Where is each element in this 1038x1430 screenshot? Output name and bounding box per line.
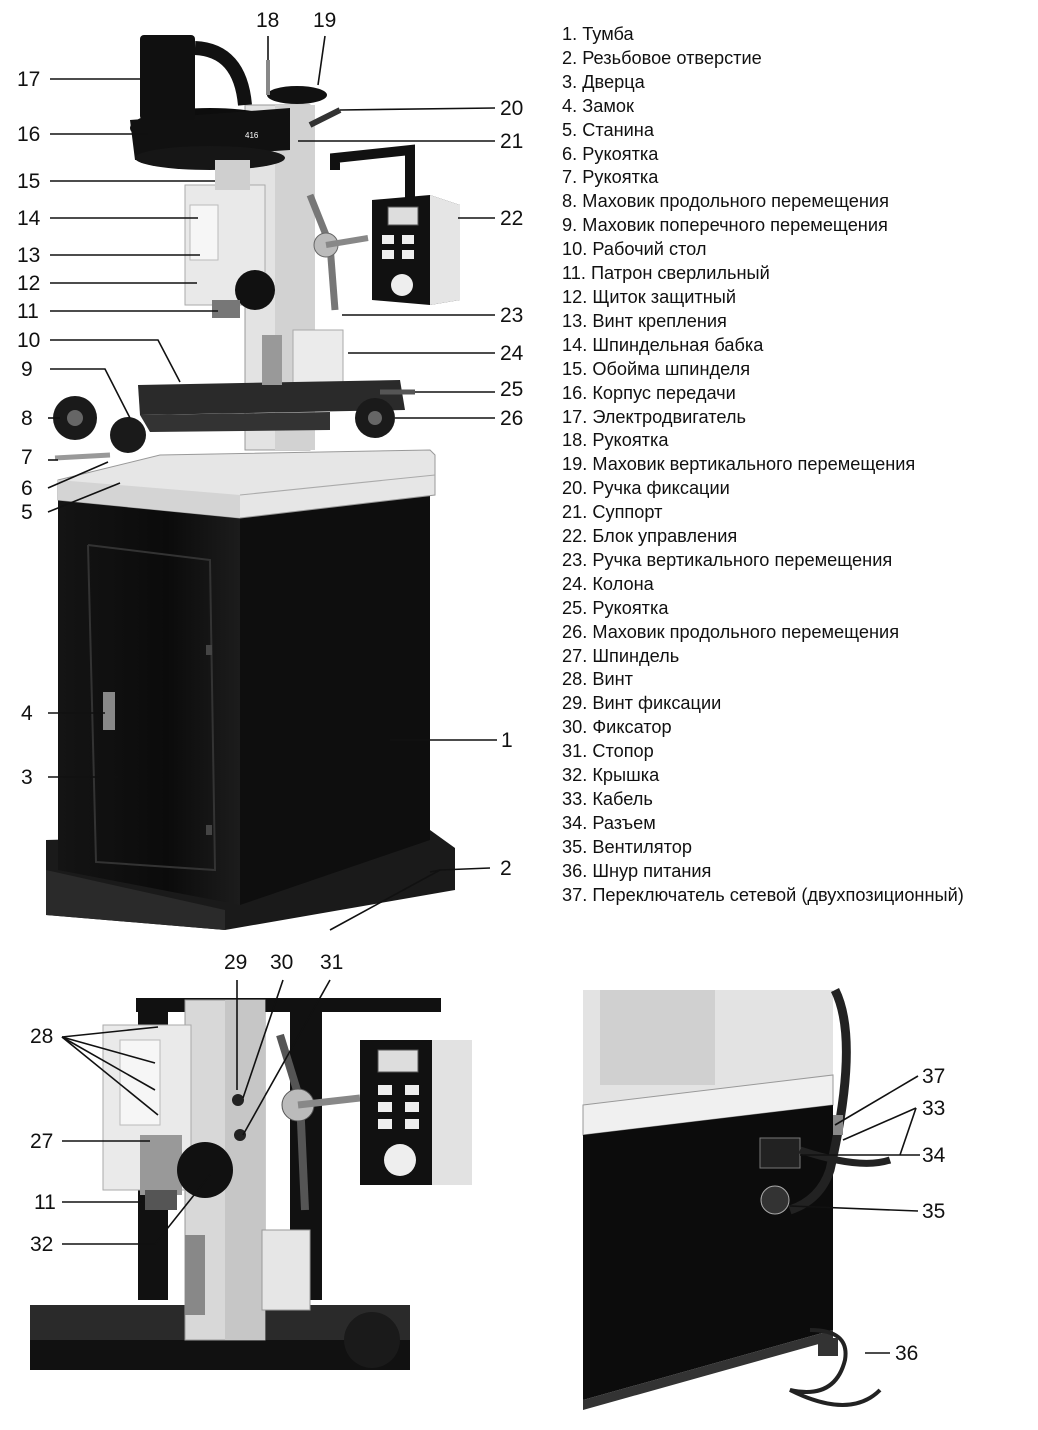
head-model-label: 416 [245,131,259,140]
callout-30: 30 [270,951,294,974]
legend-item: 2. Резьбовое отверстие [562,47,762,68]
callout-18: 18 [256,9,280,32]
rear-fan [760,1185,790,1215]
legend-item: 7. Рукоятка [562,167,659,188]
callout-34: 34 [922,1144,946,1167]
handwheel-9 [110,417,146,453]
legend-item: 35. Вентилятор [562,836,692,857]
legend-item: 15. Обойма шпинделя [562,358,751,379]
cabinet-door [87,544,217,872]
legend-item: 33. Кабель [562,789,653,809]
legend-item: 22. Блок управления [562,526,738,547]
legend-item: 10. Рабочий стол [562,239,707,260]
legend-item: 18. Рукоятка [562,430,669,451]
callout-11-detail: 11 [34,1191,56,1214]
detail-rear-figure [582,987,892,1410]
door-lock [103,692,115,730]
callout-27: 27 [30,1130,54,1153]
legend-item: 11. Патрон сверлильный [562,263,770,284]
callout-6: 6 [21,477,33,500]
legend-item: 8. Маховик продольного перемещения [562,191,889,212]
work-table [138,380,405,415]
callout-29: 29 [224,951,248,974]
legend-item: 6. Рукоятка [562,143,659,164]
callout-2: 2 [500,857,512,880]
callout-21: 21 [500,130,524,153]
callout-20: 20 [500,97,524,120]
legend-item: 3. Дверца [562,71,645,92]
legend-item: 12. Щиток защитный [562,286,736,307]
legend-item: 29. Винт фиксации [562,693,722,714]
legend-item: 17. Электродвигатель [562,406,746,427]
callout-4: 4 [21,702,33,725]
vertical-handwheel [267,86,327,104]
callout-24: 24 [500,342,524,365]
legend-item: 30. Фиксатор [562,717,672,738]
legend-item: 26. Маховик продольного перемещения [562,621,900,642]
callout-3: 3 [21,766,33,789]
callout-14: 14 [17,207,41,230]
callout-31: 31 [320,951,344,974]
callout-16: 16 [17,123,41,146]
rear-panel [583,1105,833,1400]
callout-26: 26 [500,407,524,430]
callout-35: 35 [922,1200,946,1223]
detail-cover [177,1142,233,1198]
legend-item: 37. Переключатель сетевой (двухпозиционн… [562,884,964,905]
legend-item: 24. Колона [562,573,654,594]
legend-item: 1. Тумба [562,24,634,44]
callout-7: 7 [21,446,33,469]
gear-housing [130,108,290,160]
callout-32: 32 [30,1233,54,1256]
callout-12: 12 [17,272,41,295]
legend-item: 13. Винт крепления [562,310,727,331]
callout-9: 9 [21,358,33,381]
legend-item: 32. Крышка [562,765,660,786]
legend-item: 36. Шнур питания [562,860,712,881]
motor [140,35,195,120]
parts-legend: 1. Тумба 2. Резьбовое отверстие 3. Дверц… [562,23,964,908]
rear-leader-lines [789,1075,920,1354]
legend-item: 4. Замок [562,95,634,116]
callout-8: 8 [21,407,33,430]
detail-spindle-figure [30,998,472,1370]
callout-22: 22 [500,207,524,230]
legend-item: 20. Ручка фиксации [562,478,730,499]
callout-10: 10 [17,329,41,352]
legend-item: 25. Рукоятка [562,597,669,618]
callout-23: 23 [500,304,524,327]
rear-connector [759,1137,801,1169]
callout-33: 33 [922,1097,946,1120]
legend-item: 14. Шпиндельная бабка [562,334,764,355]
callout-1: 1 [501,729,513,752]
legend-item: 5. Станина [562,119,654,140]
callout-11: 11 [17,300,39,323]
legend-item: 19. Маховик вертикального перемещения [562,454,916,475]
cabinet-side [240,495,430,905]
legend-item: 21. Суппорт [562,502,663,523]
legend-item: 28. Винт [562,669,634,690]
callout-5: 5 [21,501,33,524]
legend-item: 9. Маховик поперечного перемещения [562,215,888,236]
detail-leader-lines [61,979,331,1245]
legend-item: 23. Ручка вертикального перемещения [562,549,893,570]
callout-37: 37 [922,1065,946,1088]
legend-item: 31. Стопор [562,741,654,762]
legend-item: 16. Корпус передачи [562,382,736,403]
callout-17: 17 [17,68,41,91]
main-machine-figure: 416 [46,35,460,930]
callout-13: 13 [17,244,41,267]
callout-25: 25 [500,378,524,401]
cabinet-front [58,500,240,905]
callout-15: 15 [17,170,41,193]
callout-36: 36 [895,1342,919,1365]
legend-item: 27. Шпиндель [562,645,680,666]
callout-19: 19 [313,9,337,32]
main-leader-lines [47,35,497,931]
legend-item: 34. Разъем [562,812,656,833]
callout-28: 28 [30,1025,54,1048]
